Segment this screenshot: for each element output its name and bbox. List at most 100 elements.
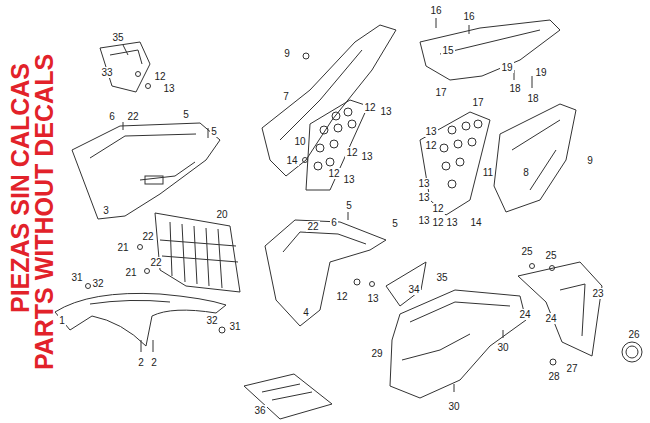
callout-number: 18 bbox=[526, 93, 539, 104]
tail-edge bbox=[440, 30, 540, 54]
callout-number: 34 bbox=[407, 284, 420, 295]
callout-number: 12 bbox=[345, 147, 358, 158]
callout-number: 31 bbox=[228, 321, 241, 332]
callout-number: 12 bbox=[363, 102, 376, 113]
grille-louvres bbox=[160, 222, 238, 288]
callout-number: 26 bbox=[627, 329, 640, 340]
callout-number: 7 bbox=[282, 91, 290, 102]
callout-number: 17 bbox=[434, 87, 447, 98]
screw bbox=[123, 122, 208, 138]
bracket bbox=[100, 42, 150, 92]
shroud bbox=[72, 123, 220, 219]
callout-number: 12 bbox=[431, 203, 444, 214]
callout-number: 13 bbox=[417, 192, 430, 203]
callout-number: 18 bbox=[508, 83, 521, 94]
callout-number: 12 bbox=[431, 217, 444, 228]
callout-number: 23 bbox=[591, 288, 604, 299]
undertray bbox=[390, 290, 526, 398]
front-fender bbox=[55, 293, 226, 346]
callout-number: 6 bbox=[108, 111, 116, 122]
callout-number: 5 bbox=[182, 109, 190, 120]
callout-number: 11 bbox=[482, 167, 494, 178]
reflector-lens bbox=[626, 346, 638, 358]
callout-number: 30 bbox=[447, 401, 460, 412]
callout-number: 30 bbox=[496, 342, 509, 353]
callout-number: 31 bbox=[70, 272, 83, 283]
callout-number: 9 bbox=[283, 48, 291, 59]
callout-number: 16 bbox=[462, 11, 475, 22]
cover-holes bbox=[440, 120, 482, 188]
bracket bbox=[386, 262, 426, 306]
callout-number: 12 bbox=[327, 168, 340, 179]
plate-holder bbox=[518, 262, 602, 356]
callout-number: 12 bbox=[424, 140, 437, 151]
screw bbox=[141, 340, 153, 352]
callout-number: 20 bbox=[215, 209, 228, 220]
nut bbox=[146, 84, 151, 89]
side-panel bbox=[494, 104, 576, 212]
nut bbox=[550, 359, 556, 365]
callout-number: 5 bbox=[391, 218, 399, 229]
screw bbox=[454, 330, 503, 392]
callout-number: 13 bbox=[342, 174, 355, 185]
callout-number: 25 bbox=[520, 246, 533, 257]
callout-number: 9 bbox=[586, 155, 594, 166]
holder-edge bbox=[560, 284, 585, 336]
callout-number: 32 bbox=[205, 315, 218, 326]
tank-cover bbox=[306, 100, 368, 190]
undertray-edge bbox=[402, 302, 510, 360]
decal-sheet bbox=[244, 374, 332, 419]
callout-number: 21 bbox=[124, 267, 137, 278]
callout-number: 36 bbox=[253, 405, 266, 416]
washer bbox=[219, 327, 225, 333]
callout-number: 3 bbox=[102, 205, 110, 216]
callout-number: 5 bbox=[345, 200, 353, 211]
cover-holes bbox=[314, 108, 356, 170]
screw bbox=[348, 212, 349, 220]
callout-number: 24 bbox=[544, 313, 557, 324]
notice-text: PIEZAS SIN CALCAS bbox=[7, 63, 33, 313]
callout-number: 32 bbox=[91, 278, 104, 289]
callout-number: 13 bbox=[445, 217, 458, 228]
callout-number: 12 bbox=[153, 71, 166, 82]
callout-number: 19 bbox=[534, 67, 547, 78]
callout-number: 28 bbox=[547, 371, 560, 382]
callout-number: 29 bbox=[370, 348, 383, 359]
callout-number: 22 bbox=[149, 257, 162, 268]
callout-number: 22 bbox=[306, 221, 319, 232]
washer bbox=[86, 284, 91, 289]
shroud-slot bbox=[145, 176, 163, 184]
callout-number: 13 bbox=[366, 293, 379, 304]
callout-number: 14 bbox=[469, 217, 482, 228]
callout-number: 1 bbox=[58, 315, 66, 326]
screw bbox=[303, 158, 308, 163]
callout-number: 22 bbox=[126, 111, 139, 122]
screw bbox=[530, 264, 535, 269]
notice-text: PARTS WITHOUT DECALS bbox=[31, 54, 57, 370]
grille bbox=[155, 213, 240, 292]
callout-number: 13 bbox=[424, 126, 437, 137]
screw bbox=[138, 245, 143, 250]
decal-lines bbox=[262, 384, 312, 400]
callout-number: 27 bbox=[565, 363, 578, 374]
reflector bbox=[622, 342, 642, 362]
callout-number: 14 bbox=[285, 155, 298, 166]
callout-number: 16 bbox=[429, 5, 442, 16]
fender-edge bbox=[90, 300, 170, 304]
screw bbox=[303, 53, 309, 59]
callout-number: 21 bbox=[116, 242, 129, 253]
callout-number: 10 bbox=[293, 136, 306, 147]
panel-edge bbox=[512, 120, 560, 190]
nut bbox=[370, 282, 375, 287]
screw bbox=[550, 266, 555, 271]
callout-number: 25 bbox=[544, 250, 557, 261]
callout-number: 4 bbox=[302, 307, 310, 318]
callout-number: 15 bbox=[441, 45, 454, 56]
callout-number: 22 bbox=[141, 231, 154, 242]
callout-number: 2 bbox=[150, 357, 158, 368]
washer bbox=[354, 279, 360, 285]
panel-edge bbox=[280, 50, 362, 140]
screw bbox=[123, 45, 128, 55]
callout-number: 19 bbox=[500, 62, 513, 73]
